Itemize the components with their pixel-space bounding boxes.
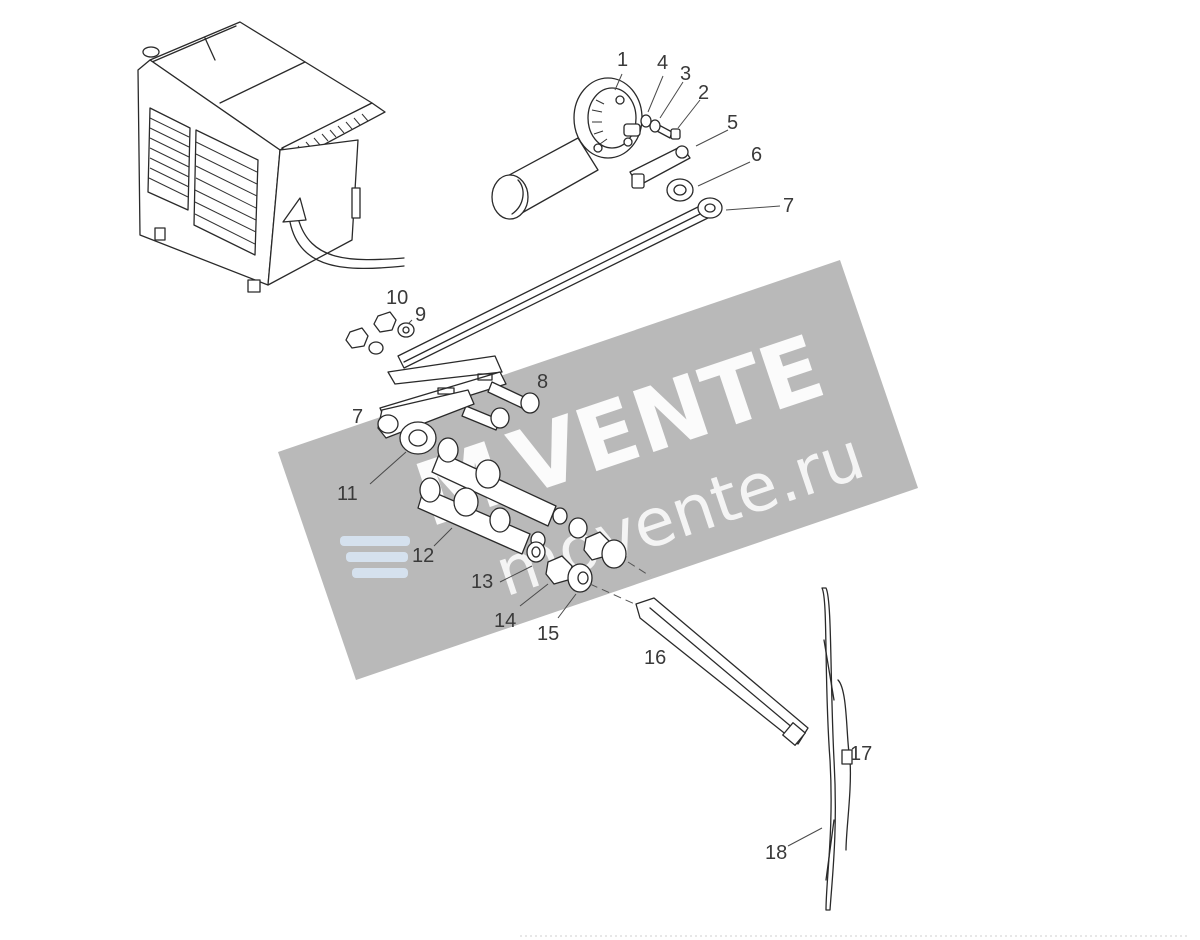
callout-7-upper: 7 — [783, 195, 794, 217]
louvre-panel-right — [193, 129, 259, 256]
part-11-bushing — [399, 421, 437, 455]
callout-10: 10 — [386, 287, 408, 309]
callout-11: 11 — [337, 483, 358, 505]
part-4-washer — [640, 114, 652, 128]
callout-3: 3 — [680, 63, 691, 85]
callout-5: 5 — [727, 112, 738, 134]
part-8-bolt — [461, 381, 540, 431]
part-9-washer — [368, 322, 415, 355]
callout-4: 4 — [657, 52, 668, 74]
part-18-wiper-blade — [821, 587, 836, 911]
part-6-bushing — [666, 178, 694, 202]
callout-8: 8 — [537, 371, 548, 393]
part-1-wiper-motor — [491, 77, 643, 220]
louvre-panel-left — [147, 107, 191, 211]
callout-1: 1 — [617, 49, 628, 71]
cab-housing-illustration — [137, 21, 405, 293]
callout-16: 16 — [644, 647, 666, 669]
callout-6: 6 — [751, 144, 762, 166]
part-3-washer — [649, 119, 661, 133]
part-10-nut — [345, 311, 397, 349]
callout-12: 12 — [412, 545, 434, 567]
part-15-cap — [567, 539, 627, 593]
callout-15: 15 — [537, 623, 559, 645]
callout-17: 17 — [850, 743, 872, 765]
callout-2: 2 — [698, 82, 709, 104]
part-17-blade-frame — [837, 679, 853, 851]
location-arrow-icon — [282, 197, 405, 270]
watermark-logo-icon — [340, 536, 410, 578]
callout-13: 13 — [471, 571, 493, 593]
callout-labels: 1 2 3 4 5 6 7 7 8 9 10 11 12 13 14 15 16… — [337, 49, 872, 864]
part-16-wiper-arm — [635, 597, 809, 746]
callout-18: 18 — [765, 842, 787, 864]
part-7-linkage-rod — [397, 197, 723, 369]
part-7-lower-link — [377, 389, 475, 439]
watermark-band — [278, 260, 918, 680]
part-13-washer — [526, 517, 588, 563]
part-5-crank-lever — [629, 145, 691, 189]
leader-lines — [369, 73, 823, 847]
callout-14: 14 — [494, 610, 516, 632]
callout-9: 9 — [415, 304, 426, 326]
part-14-nut — [545, 531, 611, 585]
callout-7-lower: 7 — [352, 406, 363, 428]
